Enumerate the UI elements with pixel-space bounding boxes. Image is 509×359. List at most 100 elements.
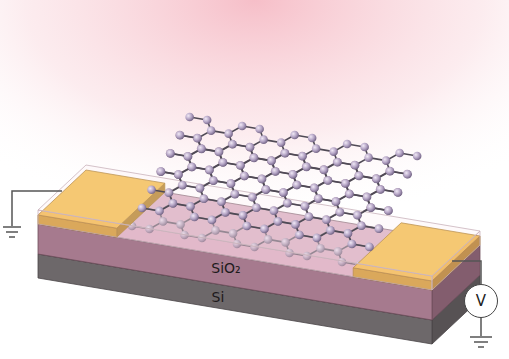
carbon-atom <box>279 188 288 197</box>
carbon-atom <box>190 213 199 222</box>
carbon-atom <box>333 158 342 167</box>
carbon-atom <box>301 202 310 211</box>
carbon-atom <box>183 152 192 161</box>
carbon-atom <box>214 147 223 156</box>
carbon-atom <box>351 161 360 170</box>
carbon-atom <box>348 240 357 249</box>
carbon-atom <box>376 185 385 194</box>
carbon-atom <box>384 206 393 215</box>
carbon-atom <box>156 167 165 176</box>
carbon-atom <box>395 149 404 158</box>
carbon-atom <box>178 181 187 190</box>
carbon-atom <box>277 138 286 147</box>
carbon-atom <box>267 157 276 166</box>
carbon-atom <box>224 129 233 138</box>
ground-symbol <box>3 226 21 228</box>
carbon-atom <box>319 165 328 174</box>
carbon-atom <box>298 152 307 161</box>
ground-symbol <box>474 341 488 343</box>
carbon-atom <box>365 243 374 252</box>
carbon-atom <box>219 158 228 167</box>
carbon-atom <box>364 153 373 162</box>
meter-wire <box>480 318 482 336</box>
carbon-atom <box>382 156 391 165</box>
carbon-atom <box>324 176 333 185</box>
carbon-atom <box>267 156 276 165</box>
carbon-atom <box>239 211 248 220</box>
ground-wire <box>12 191 62 226</box>
node-label: V <box>476 293 486 310</box>
carbon-atom <box>255 125 264 134</box>
carbon-atom <box>193 134 202 143</box>
carbon-atom <box>259 135 268 144</box>
carbon-atom <box>283 199 292 208</box>
carbon-atom <box>196 184 205 193</box>
carbon-atom <box>227 179 236 188</box>
encapsulation-layer <box>38 165 480 290</box>
carbon-atom <box>174 170 183 179</box>
carbon-atom <box>360 143 369 152</box>
carbon-atom <box>252 204 261 213</box>
carbon-atom <box>393 188 402 197</box>
carbon-atom <box>184 152 193 161</box>
carbon-atom <box>188 163 197 172</box>
circuit-wires <box>3 191 492 347</box>
layer-band: Si <box>209 288 228 306</box>
carbon-atom <box>166 149 175 158</box>
carbon-atom <box>290 131 299 140</box>
carbon-atom <box>293 181 302 190</box>
carbon-atom <box>248 193 257 202</box>
carbon-atom <box>236 161 245 170</box>
carbon-atom <box>403 170 412 179</box>
carbon-atom <box>345 190 354 199</box>
carbon-atom <box>174 170 183 179</box>
voltmeter-circle: V <box>464 284 498 318</box>
carbon-atom <box>243 222 252 231</box>
carbon-atom <box>258 175 267 184</box>
ground-symbol <box>9 236 15 238</box>
carbon-atom <box>250 154 259 163</box>
carbon-atom <box>357 222 366 231</box>
carbon-atom <box>207 126 216 135</box>
carbon-atom <box>260 225 269 234</box>
carbon-atom <box>295 231 304 240</box>
carbon-atom <box>355 172 364 181</box>
carbon-atom <box>205 166 214 175</box>
carbon-atom <box>281 149 290 158</box>
carbon-atom <box>257 175 266 184</box>
node-label: Si <box>212 289 225 305</box>
carbon-atom <box>413 152 422 161</box>
carbon-atom <box>185 113 194 122</box>
carbon-atom <box>291 220 300 229</box>
carbon-atom <box>208 216 217 225</box>
carbon-atom <box>312 144 321 153</box>
carbon-atom <box>298 152 307 161</box>
carbon-atom <box>215 148 224 157</box>
carbon-atom <box>279 188 288 197</box>
carbon-atom <box>246 143 255 152</box>
carbon-atom <box>271 167 280 176</box>
carbon-atom <box>322 216 331 225</box>
carbon-atom <box>320 166 329 175</box>
carbon-atom <box>166 149 175 158</box>
carbon-atom <box>228 140 237 149</box>
layer-band: SiO₂ <box>208 259 243 277</box>
carbon-atom <box>363 193 372 202</box>
carbon-atom <box>372 174 381 183</box>
carbon-atom <box>394 188 403 197</box>
node-label: SiO₂ <box>211 260 240 276</box>
carbon-atom <box>205 166 214 175</box>
carbon-atom <box>155 207 164 216</box>
carbon-atom <box>169 199 178 208</box>
carbon-atom <box>305 213 314 222</box>
carbon-atom <box>217 198 226 207</box>
carbon-atom <box>403 170 412 179</box>
carbon-atom <box>209 176 218 185</box>
carbon-atom <box>288 170 297 179</box>
carbon-atom <box>332 197 341 206</box>
carbon-atom <box>326 226 335 235</box>
carbon-atom <box>245 143 254 152</box>
carbon-atom <box>313 234 322 243</box>
carbon-atom <box>226 179 235 188</box>
encapsulation-glass <box>38 165 480 276</box>
